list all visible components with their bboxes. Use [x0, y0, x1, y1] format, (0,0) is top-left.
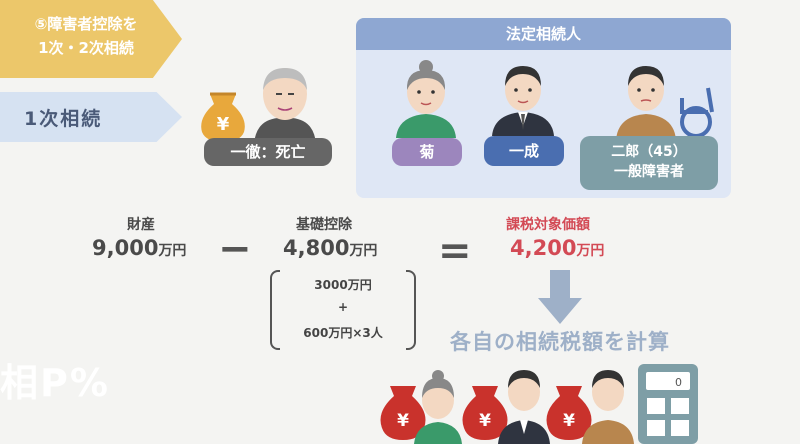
formula-line1: 3000万円: [314, 278, 372, 292]
money-bag-icon: ¥: [380, 386, 426, 440]
step5-tag: ⑤障害者控除を 1次・2次相続: [0, 0, 182, 78]
step1-tag: 1次相続: [0, 92, 182, 142]
step5-line2: 1次・2次相続: [38, 39, 134, 57]
kiku-avatar-icon: [396, 60, 456, 138]
assets-value: 9,000万円: [92, 236, 187, 260]
money-bag-icon: ¥: [462, 386, 508, 440]
yen-symbol: ¥: [217, 114, 230, 135]
formula-line3: 600万円×3人: [303, 326, 383, 340]
kiku-small-icon: [414, 370, 462, 444]
money-bag-icon: ¥: [201, 92, 245, 142]
calc-each-tax-text: 各自の相続税額を計算: [450, 330, 670, 354]
step1-label: 1次相続: [24, 108, 103, 130]
watermark-text: 相P%: [0, 361, 110, 405]
issei-avatar-icon: [492, 66, 554, 136]
basic-deduction-label: 基礎控除: [296, 217, 352, 233]
jiro-small-icon: [582, 370, 634, 444]
down-arrow-icon: [538, 270, 582, 324]
jiro-status: 一般障害者: [614, 164, 684, 180]
formula-line2: +: [337, 300, 349, 314]
wheelchair-icon: [680, 87, 714, 138]
equals-sign: =: [438, 228, 472, 274]
taxable-value: 4,200万円: [510, 236, 605, 260]
assets-label: 財産: [127, 217, 155, 233]
grandfather-icon: [254, 68, 316, 144]
svg-text:¥: ¥: [397, 411, 409, 431]
heir-issei-label: 一成: [484, 136, 564, 166]
deceased-label: 一徹：死亡: [204, 138, 332, 166]
jiro-avatar-icon: [616, 66, 714, 140]
deceased-illustration: ¥: [201, 68, 316, 144]
taxable-label: 課税対象価額: [506, 217, 590, 233]
heir-jiro-label: 二郎（45） 一般障害者: [580, 136, 718, 190]
calculator-icon: 0: [638, 364, 698, 444]
heir-kiku-label: 菊: [392, 138, 462, 166]
step5-line1: ⑤障害者控除を: [34, 15, 138, 33]
issei-small-icon: [498, 370, 550, 444]
deduction-formula: 3000万円 + 600万円×3人: [270, 270, 416, 350]
svg-text:¥: ¥: [563, 411, 575, 431]
jiro-name: 二郎（45）: [611, 144, 687, 160]
basic-deduction-value: 4,800万円: [283, 236, 378, 260]
minus-sign: −: [218, 226, 252, 272]
heirs-title: 法定相続人: [356, 18, 731, 50]
svg-text:0: 0: [675, 376, 682, 389]
heirs-tax-illustration: ¥ ¥ ¥ 0: [380, 364, 698, 444]
money-bag-icon: ¥: [546, 386, 592, 440]
svg-text:¥: ¥: [479, 411, 491, 431]
